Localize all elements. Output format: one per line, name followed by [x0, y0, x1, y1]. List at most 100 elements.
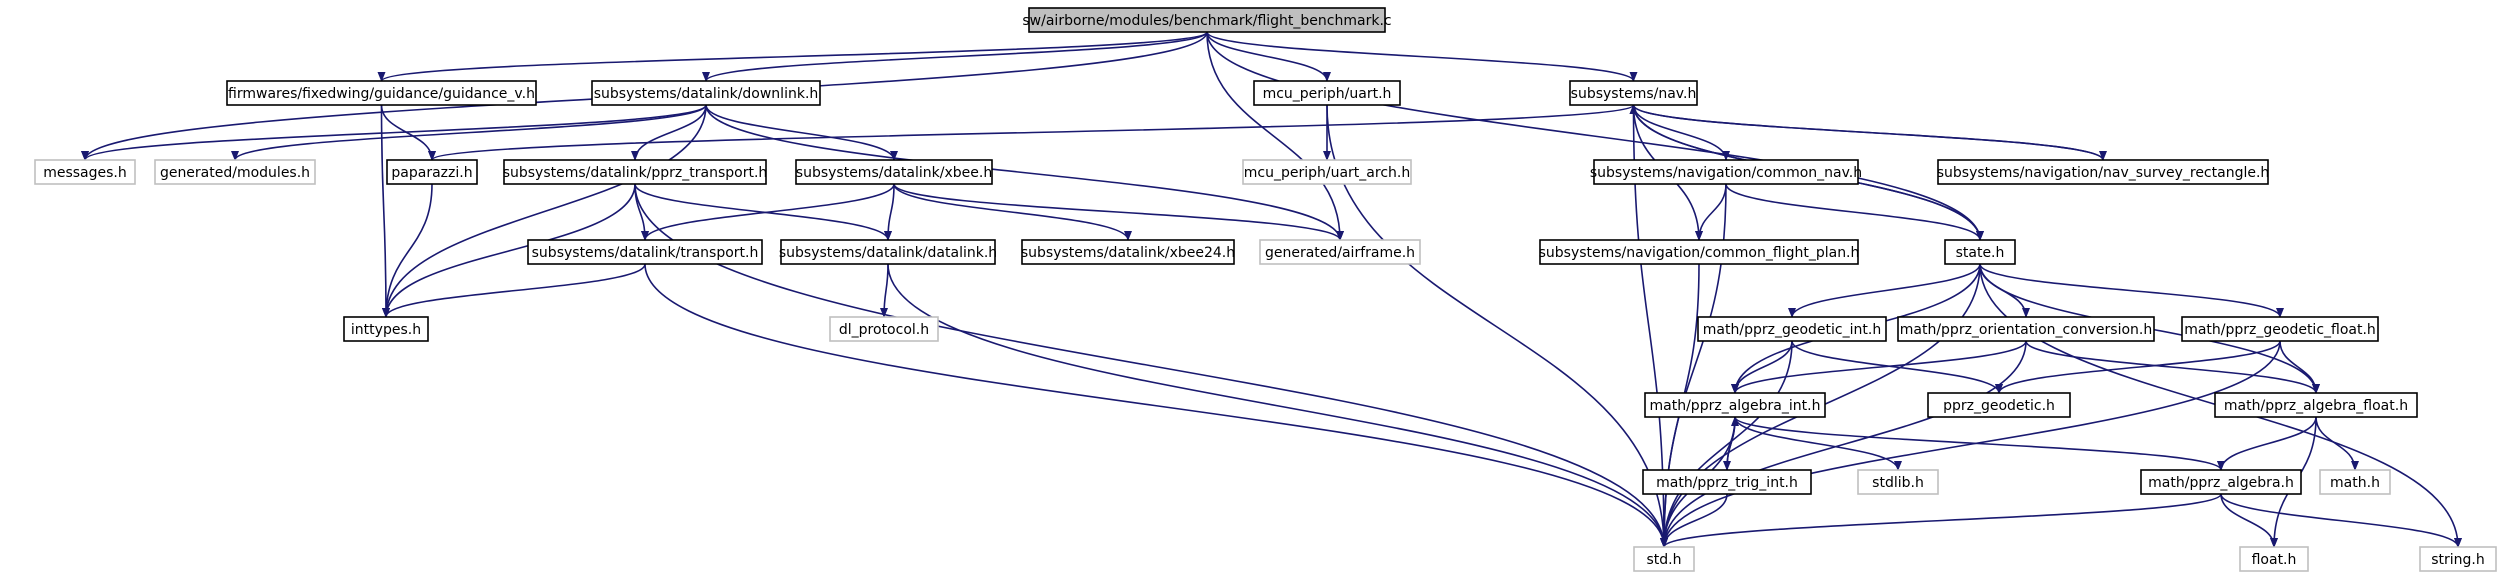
edge-line: [231, 104, 707, 161]
edge-line: [1788, 263, 1981, 318]
edge-transport-to-inttypes: [382, 263, 646, 318]
node-label: messages.h: [43, 165, 127, 181]
node-box: [780, 239, 996, 265]
edge-xbee-to-airframe: [893, 183, 1344, 241]
edge-line: [1695, 183, 1727, 241]
edge-orient-to-std: [1660, 340, 2027, 548]
node-box: [1937, 159, 2269, 185]
edge-line: [631, 104, 707, 161]
node-label: generated/airframe.h: [1265, 245, 1415, 261]
edge-line: [893, 183, 1132, 241]
edge-line: [634, 183, 892, 241]
node-box: [1569, 80, 1698, 106]
node-label: dl_protocol.h: [839, 322, 929, 338]
node-label: subsystems/nav.h: [1571, 86, 1697, 102]
node-box: [226, 80, 537, 106]
node-label: sw/airborne/modules/benchmark/flight_ben…: [1022, 13, 1391, 29]
node-box: [2419, 546, 2497, 572]
node-downlink[interactable]: subsystems/datalink/downlink.h: [591, 80, 821, 106]
edge-line: [893, 183, 1344, 241]
node-box: [2181, 316, 2379, 342]
node-label: string.h: [2431, 552, 2485, 568]
node-label: subsystems/navigation/common_flight_plan…: [1539, 245, 1860, 261]
node-messages: messages.h: [34, 159, 136, 185]
node-label: subsystems/navigation/common_nav.h: [1590, 165, 1862, 181]
node-uart[interactable]: mcu_periph/uart.h: [1253, 80, 1401, 106]
node-label: firmwares/fixedwing/guidance/guidance_v.…: [228, 86, 535, 102]
node-root[interactable]: sw/airborne/modules/benchmark/flight_ben…: [1022, 7, 1392, 33]
edge-algfloat-to-alg: [2217, 416, 2317, 471]
node-box: [1644, 392, 1826, 418]
edge-line: [644, 263, 1668, 548]
node-cfp[interactable]: subsystems/navigation/common_flight_plan…: [1539, 239, 1860, 265]
node-commonnav[interactable]: subsystems/navigation/common_nav.h: [1590, 159, 1862, 185]
node-xbee24[interactable]: subsystems/datalink/xbee24.h: [1021, 239, 1235, 265]
edge-algfloat-to-mathh: [2315, 416, 2359, 471]
node-floath: float.h: [2239, 546, 2309, 572]
edge-line: [702, 31, 1208, 82]
edge-alg-to-std: [1660, 493, 2222, 548]
edge-line: [428, 104, 1635, 161]
node-state[interactable]: state.h: [1944, 239, 2016, 265]
node-alg[interactable]: math/pprz_algebra.h: [2140, 469, 2302, 495]
edge-datalink-to-dlproto: [880, 263, 889, 318]
edge-line: [382, 183, 636, 318]
edge-line: [2315, 416, 2359, 471]
node-airframe: generated/airframe.h: [1259, 239, 1421, 265]
node-label: math/pprz_algebra_float.h: [2224, 398, 2408, 414]
node-survey[interactable]: subsystems/navigation/nav_survey_rectang…: [1937, 159, 2270, 185]
node-box: [343, 316, 429, 342]
edge-xbee-to-xbee24: [893, 183, 1132, 241]
node-geofloat[interactable]: math/pprz_geodetic_float.h: [2181, 316, 2379, 342]
edge-line: [1660, 340, 2027, 548]
node-datalink[interactable]: subsystems/datalink/datalink.h: [779, 239, 997, 265]
node-box: [795, 159, 993, 185]
node-nav[interactable]: subsystems/nav.h: [1569, 80, 1698, 106]
node-paparazzi[interactable]: paparazzi.h: [386, 159, 478, 185]
node-box: [1633, 546, 1695, 572]
node-xbee[interactable]: subsystems/datalink/xbee.h: [795, 159, 993, 185]
edge-line: [1660, 340, 1793, 548]
edge-layer: [81, 31, 2462, 548]
node-label: subsystems/datalink/transport.h: [532, 245, 759, 261]
node-dlproto: dl_protocol.h: [829, 316, 939, 342]
edge-downlink-to-messages: [81, 104, 707, 161]
edge-line: [1995, 340, 2281, 394]
node-label: pprz_geodetic.h: [1943, 398, 2055, 414]
node-geo[interactable]: pprz_geodetic.h: [1927, 392, 2071, 418]
node-algfloat[interactable]: math/pprz_algebra_float.h: [2214, 392, 2418, 418]
node-geoint[interactable]: math/pprz_geodetic_int.h: [1697, 316, 1887, 342]
node-box: [1593, 159, 1859, 185]
edge-line: [641, 183, 895, 241]
edge-line: [81, 104, 707, 161]
edge-trig-to-algint: [1726, 416, 1739, 471]
edge-line: [1726, 416, 1739, 471]
node-box: [1857, 469, 1939, 495]
edge-line: [705, 104, 1344, 241]
node-guid[interactable]: firmwares/fixedwing/guidance/guidance_v.…: [226, 80, 537, 106]
node-algint[interactable]: math/pprz_algebra_int.h: [1644, 392, 1826, 418]
edge-line: [1791, 340, 2003, 394]
node-box: [34, 159, 136, 185]
node-box: [829, 316, 939, 342]
node-transport[interactable]: subsystems/datalink/transport.h: [527, 239, 763, 265]
node-label: subsystems/datalink/downlink.h: [594, 86, 819, 102]
edge-commonnav-to-cfp: [1695, 183, 1727, 241]
node-orient[interactable]: math/pprz_orientation_conversion.h: [1897, 316, 2155, 342]
edge-line: [382, 104, 707, 318]
edge-orient-to-algfloat: [2025, 340, 2320, 394]
edge-line: [1734, 416, 2225, 471]
edge-commonnav-to-state: [1725, 183, 1984, 241]
edge-line: [1206, 31, 1638, 82]
edge-line: [880, 263, 889, 318]
node-label: math/pprz_geodetic_float.h: [2184, 322, 2376, 338]
node-box: [386, 159, 478, 185]
edge-line: [1629, 104, 2104, 161]
node-pprztr[interactable]: subsystems/datalink/pprz_transport.h: [503, 159, 768, 185]
edge-line: [2279, 340, 2320, 394]
node-inttypes[interactable]: inttypes.h: [343, 316, 429, 342]
edge-transport-to-std: [644, 263, 1668, 548]
edge-algint-to-alg: [1734, 416, 2225, 471]
edge-alg-to-string: [2220, 493, 2462, 548]
node-trig[interactable]: math/pprz_trig_int.h: [1642, 469, 1812, 495]
